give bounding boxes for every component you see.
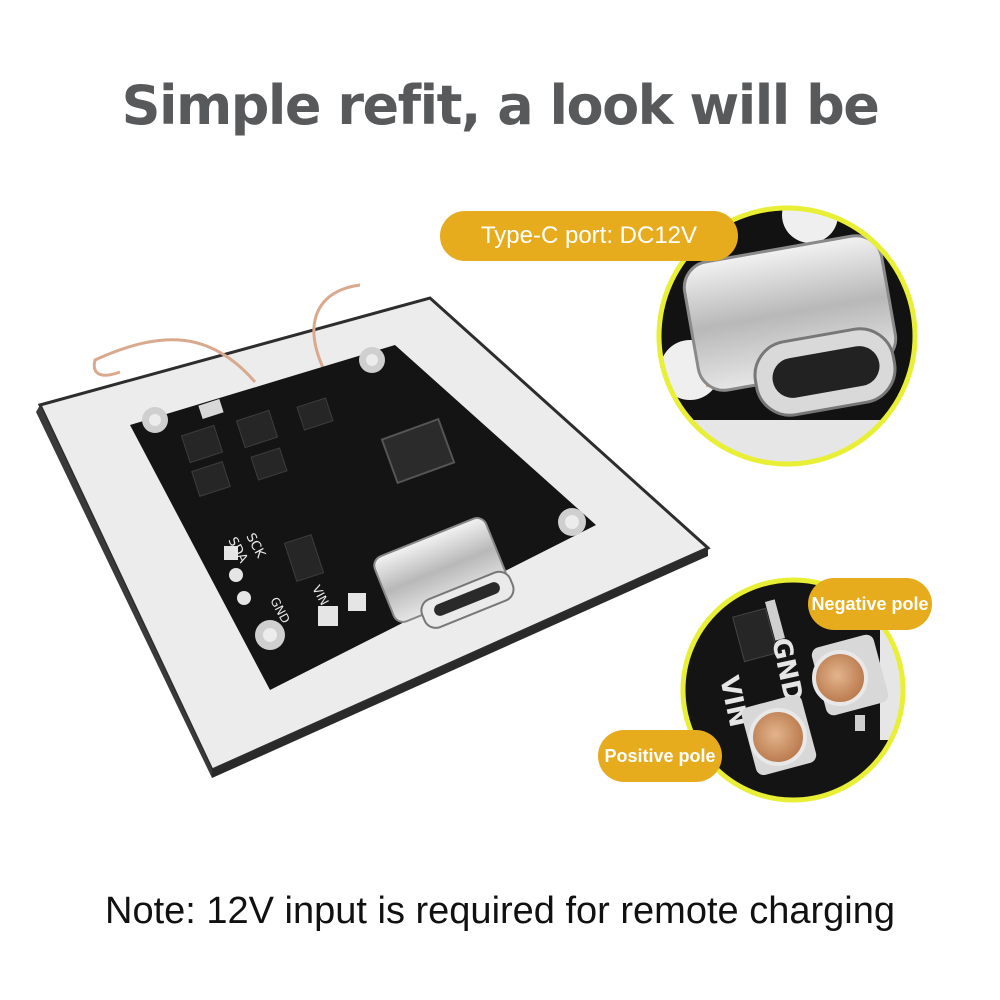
pad-vin	[318, 606, 338, 626]
callout-negative-pole-label: Negative pole	[811, 593, 929, 614]
callout-positive-pole: Positive pole	[598, 730, 722, 782]
positive-pad	[749, 708, 807, 766]
coil-wire	[92, 338, 257, 383]
callout-type-c-port: Type-C port: DC12V	[440, 211, 738, 261]
main-chip	[380, 417, 456, 485]
coil-wire	[312, 283, 361, 373]
headline: Simple refit, a look will be	[121, 74, 880, 137]
pcb-board: SDA SCK GND VIN	[130, 345, 596, 690]
callout-type-c-port-label: Type-C port: DC12V	[480, 222, 698, 249]
negative-pad	[812, 650, 868, 706]
note-text: Note: 12V input is required for remote c…	[105, 890, 895, 932]
callout-positive-pole-label: Positive pole	[604, 745, 716, 766]
callout-negative-pole: Negative pole	[808, 578, 932, 630]
pad-gnd	[348, 593, 366, 611]
